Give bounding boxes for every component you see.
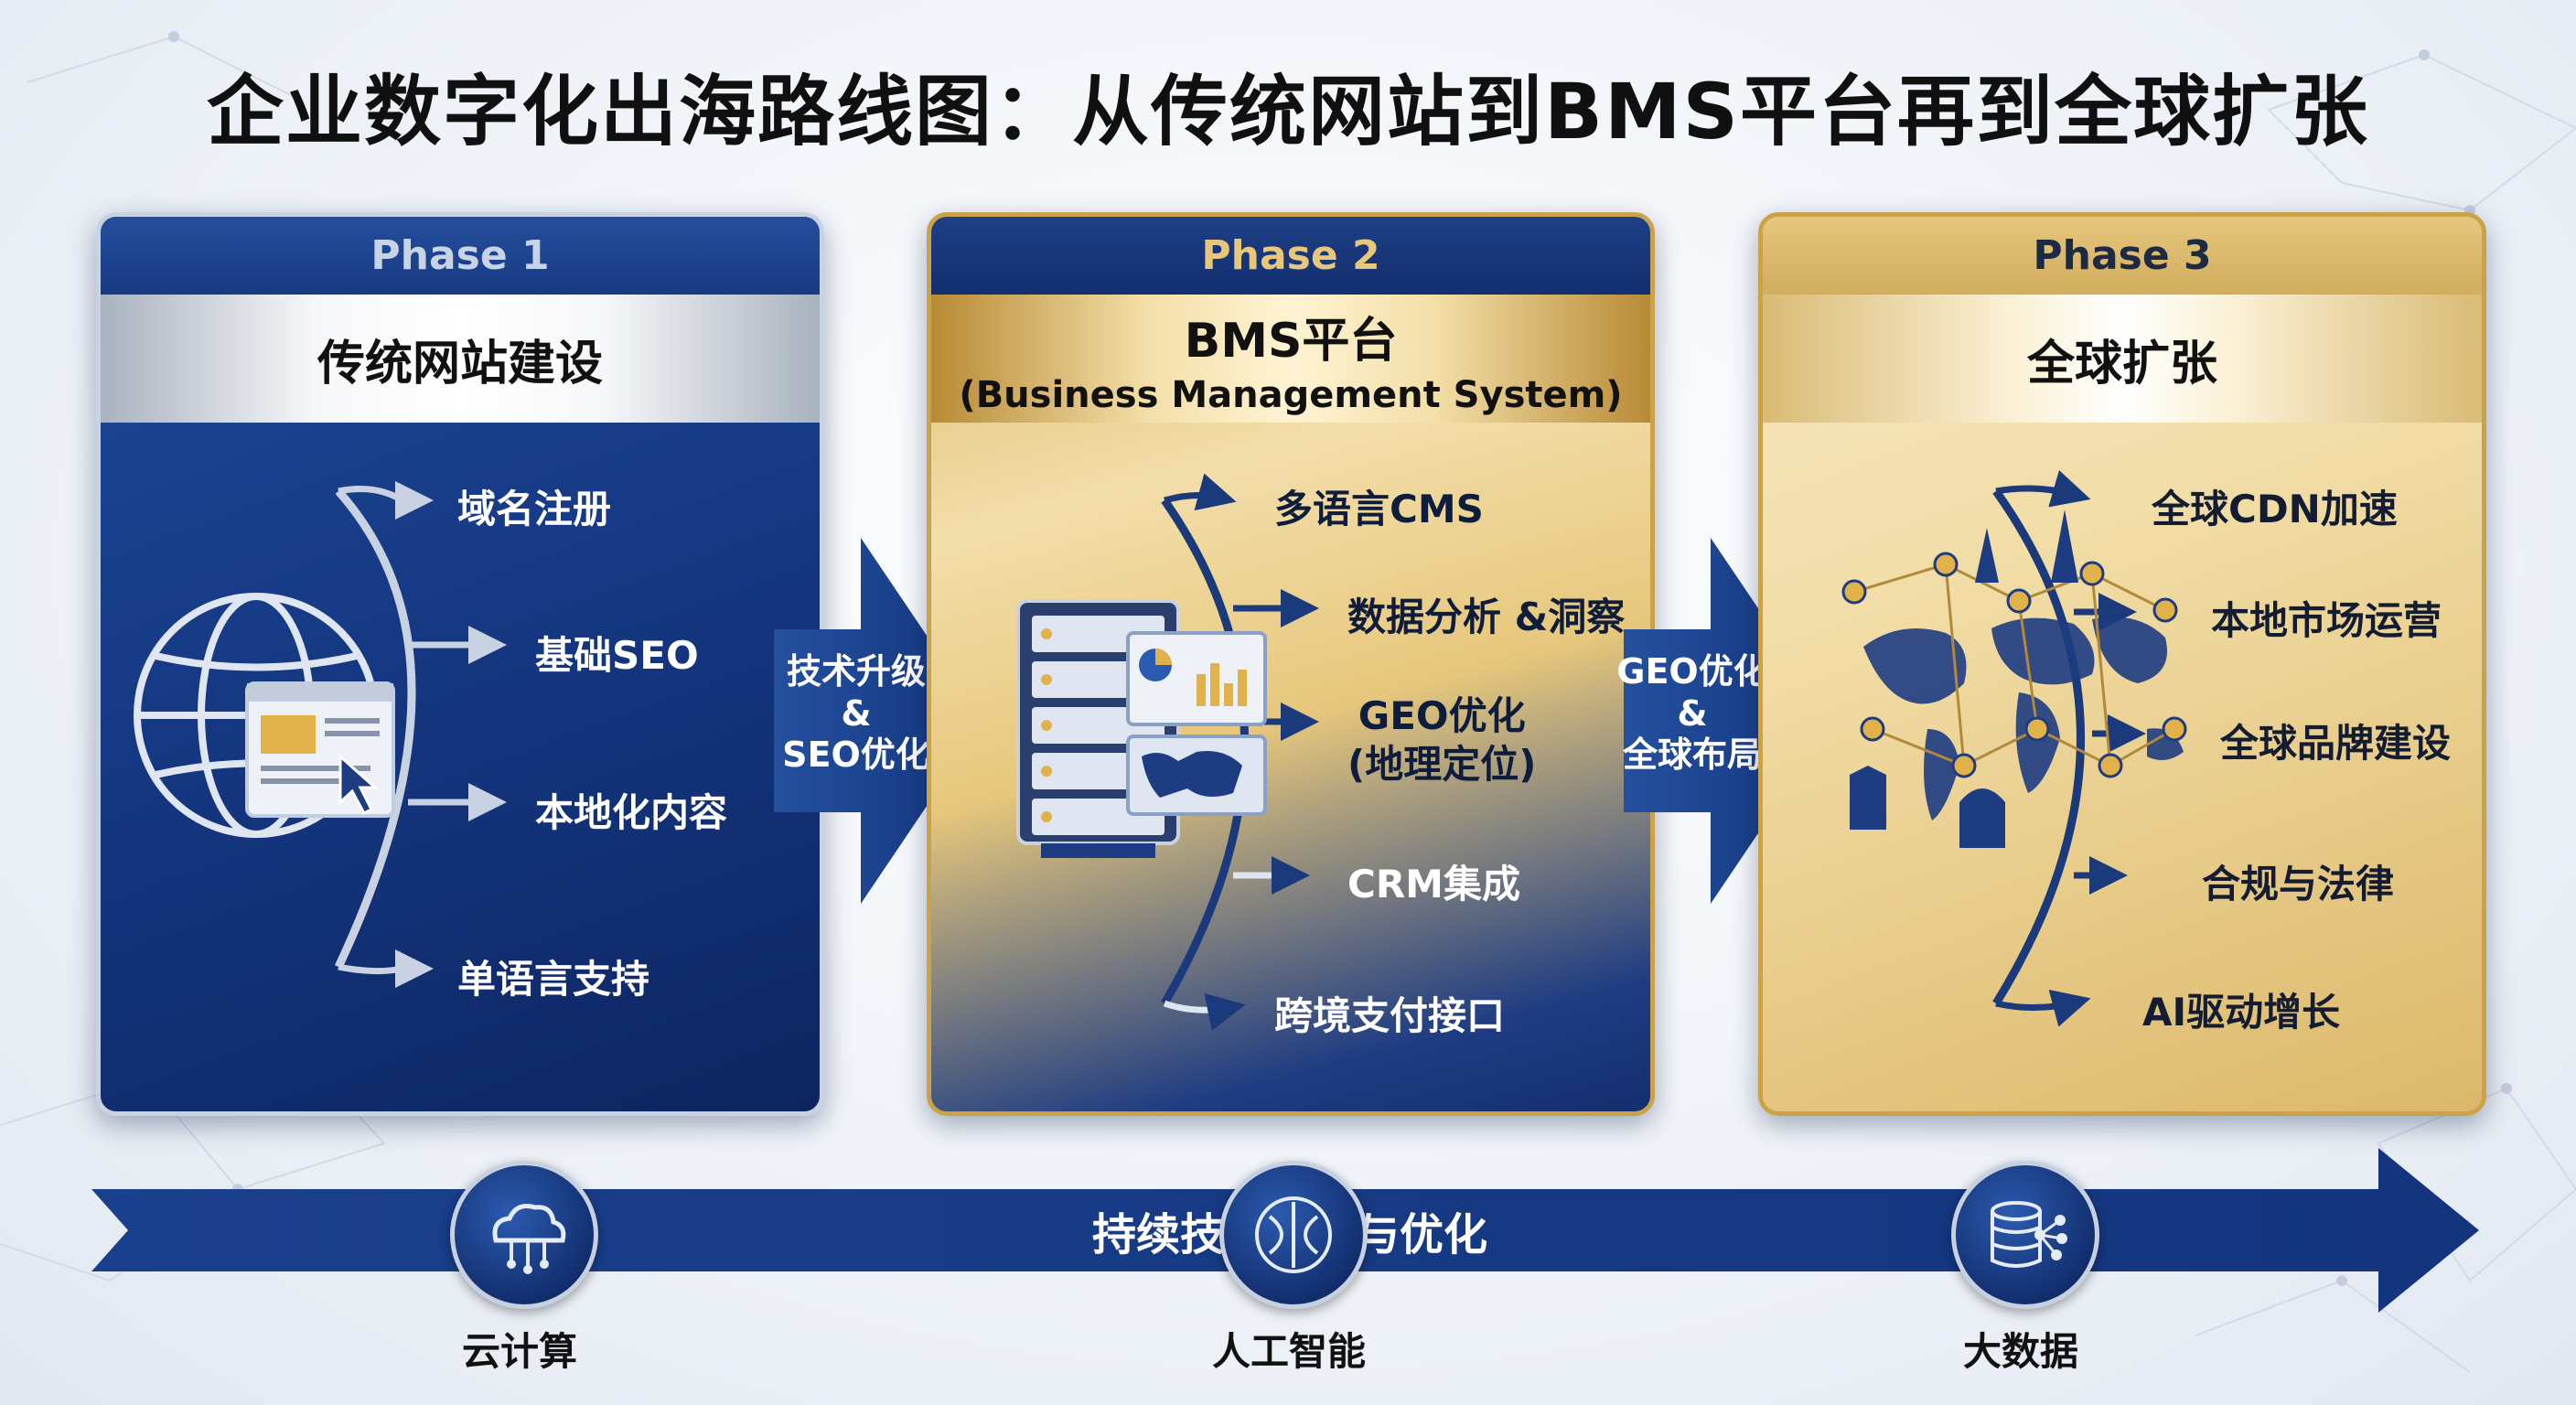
phase-1-item: 基础SEO bbox=[535, 633, 699, 678]
phase-2-label: Phase 2 bbox=[931, 217, 1650, 295]
database-network-icon bbox=[1991, 1201, 2067, 1268]
phase-2-subtitle: (Business Management System) bbox=[959, 373, 1623, 416]
tech-circle-cloud bbox=[450, 1161, 598, 1309]
phase-2-item-line: (地理定位) bbox=[1347, 741, 1537, 787]
phase-3-panel: Phase 3 全球扩张 全球CDN加速 本地市场运营 全球品牌建设 合规与法律… bbox=[1758, 212, 2486, 1116]
transition-line: & bbox=[841, 692, 872, 734]
cloud-network-icon bbox=[492, 1204, 566, 1274]
phase-1-label: Phase 1 bbox=[101, 217, 820, 295]
transition-label-1: 技术升级 & SEO优化 bbox=[765, 651, 948, 777]
phase-2-item: 跨境支付接口 bbox=[1274, 993, 1506, 1038]
phase-3-item: 全球品牌建设 bbox=[2220, 721, 2452, 766]
phase-2-item: 多语言CMS bbox=[1274, 487, 1484, 531]
transition-arrow-2 bbox=[1624, 538, 1834, 904]
phase-3-header: 全球扩张 bbox=[1763, 295, 2482, 423]
tech-label-ai: 人工智能 bbox=[1211, 1329, 1366, 1374]
phase-3-item: 合规与法律 bbox=[2202, 862, 2395, 906]
phase-3-item: 本地市场运营 bbox=[2211, 598, 2442, 643]
globe-browser-icon bbox=[134, 593, 395, 838]
tech-label-cloud: 云计算 bbox=[461, 1329, 577, 1374]
ai-brain-icon bbox=[1255, 1196, 1332, 1273]
transition-line: & bbox=[1677, 692, 1708, 734]
transition-arrow-1 bbox=[774, 538, 984, 904]
phase-3-title: 全球扩张 bbox=[2026, 336, 2217, 391]
phase-3-item: 全球CDN加速 bbox=[2152, 487, 2398, 531]
phase-2-item: CRM集成 bbox=[1347, 862, 1520, 906]
phase-3-label: Phase 3 bbox=[1763, 217, 2482, 295]
transition-line: 技术升级 bbox=[786, 651, 926, 692]
server-dashboard-icon bbox=[1016, 599, 1267, 858]
phase-1-title: 传统网站建设 bbox=[317, 336, 603, 391]
world-landmarks-icon bbox=[1841, 509, 2187, 848]
phase-2-item-line: GEO优化 bbox=[1358, 693, 1526, 738]
transition-line: GEO优化 bbox=[1616, 651, 1768, 692]
phase-3-item: AI驱动增长 bbox=[2142, 990, 2341, 1035]
phase-2-title: BMS平台 bbox=[1184, 313, 1398, 369]
phase-3-branch-arc bbox=[1992, 470, 2146, 1027]
tech-label-bigdata: 大数据 bbox=[1962, 1329, 2078, 1374]
page-title: 企业数字化出海路线图：从传统网站到BMS平台再到全球扩张 bbox=[206, 67, 2370, 156]
phase-1-item: 单语言支持 bbox=[457, 957, 650, 1002]
tech-circle-ai bbox=[1219, 1161, 1368, 1309]
phase-2-panel: Phase 2 BMS平台 (Business Management Syste… bbox=[927, 212, 1655, 1116]
phase-2-item: GEO优化 (地理定位) bbox=[1347, 692, 1536, 788]
transition-line: SEO优化 bbox=[782, 735, 930, 776]
phase-2-header: BMS平台 (Business Management System) bbox=[931, 295, 1650, 423]
phase-1-header: 传统网站建设 bbox=[101, 295, 820, 423]
phase-1-panel: Phase 1 传统网站建设 域名注册 基础SEO 本地化内容 单语言支持 bbox=[96, 212, 824, 1116]
phase-1-branch-arc bbox=[334, 481, 507, 988]
transition-line: 全球布局 bbox=[1622, 735, 1762, 776]
phase-2-item: 数据分析 &洞察 bbox=[1347, 595, 1626, 639]
tech-circle-bigdata bbox=[1951, 1161, 2099, 1309]
transition-label-2: GEO优化 & 全球布局 bbox=[1596, 651, 1788, 777]
phase-1-item: 域名注册 bbox=[457, 487, 612, 531]
phase-1-item: 本地化内容 bbox=[535, 790, 728, 835]
